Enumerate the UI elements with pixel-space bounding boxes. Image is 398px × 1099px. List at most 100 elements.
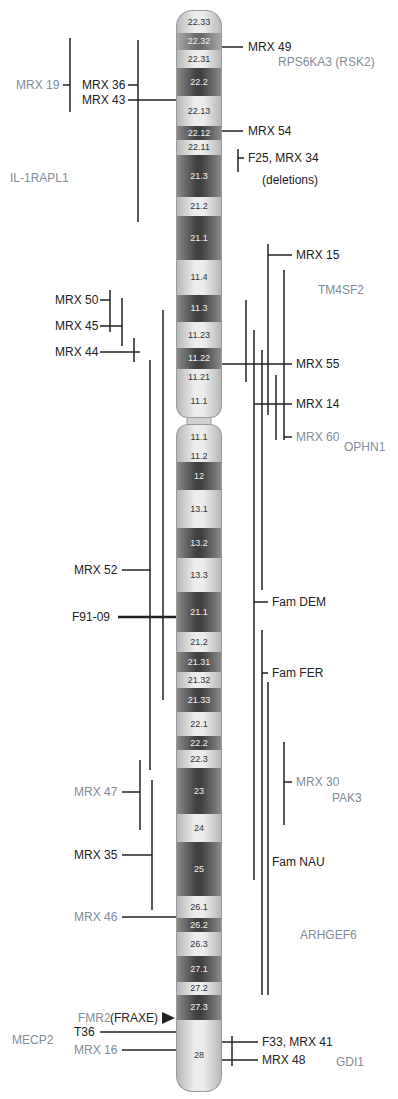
gene-label: GDI1 <box>336 1055 364 1069</box>
band-number: 11.23 <box>188 331 210 340</box>
chromosome-band: 22.31 <box>176 50 222 68</box>
locus-label: MRX 54 <box>248 124 291 138</box>
chromosome-band: 11.2 <box>176 450 222 462</box>
chromosome-band: 21.32 <box>176 672 222 688</box>
chromosome-band: 27.2 <box>176 982 222 995</box>
band-number: 22.31 <box>188 55 211 64</box>
gene-label: MECP2 <box>12 1033 53 1047</box>
chromosome-band: 26.3 <box>176 932 222 956</box>
band-number: 21.2 <box>190 202 208 211</box>
chromosome-band: 11.22 <box>176 348 222 369</box>
band-number: 22.2 <box>190 739 208 748</box>
chromosome-band: 22.2 <box>176 68 222 96</box>
band-number: 21.32 <box>188 676 211 685</box>
locus-label: MRX 14 <box>296 397 339 411</box>
locus-label: MRX 55 <box>296 357 339 371</box>
chromosome-band: 26.2 <box>176 918 222 932</box>
locus-label: MRX 48 <box>262 1053 305 1067</box>
fragile-site-arrow <box>162 1012 175 1024</box>
locus-label: F25, MRX 34 <box>248 151 319 165</box>
locus-label: Fam NAU <box>272 855 325 869</box>
band-number: 22.3 <box>190 755 208 764</box>
band-number: 21.1 <box>190 234 208 243</box>
band-number: 22.33 <box>188 18 211 27</box>
locus-label: Fam FER <box>272 666 323 680</box>
band-number: 23 <box>194 787 204 796</box>
chromosome-band: 22.11 <box>176 140 222 155</box>
locus-label: MRX 43 <box>82 93 125 107</box>
band-number: 11.2 <box>191 452 208 461</box>
gene-label: MRX 46 <box>74 910 117 924</box>
chromosome-band: 27.1 <box>176 956 222 982</box>
gene-label: ARHGEF6 <box>300 928 357 942</box>
chromosome-band: 22.3 <box>176 750 222 768</box>
chromosome-band: 12 <box>176 462 222 490</box>
band-number: 26.1 <box>190 903 208 912</box>
band-number: 22.1 <box>190 720 208 729</box>
band-number: 27.1 <box>190 965 208 974</box>
chromosome-band: 13.2 <box>176 528 222 558</box>
band-number: 21.3 <box>190 172 208 181</box>
chromosome-band: 21.2 <box>176 632 222 652</box>
gene-label: OPHN1 <box>344 440 385 454</box>
band-number: 22.32 <box>188 37 211 46</box>
locus-label: MRX 35 <box>74 848 117 862</box>
band-number: 11.4 <box>191 273 208 282</box>
locus-label: MRX 44 <box>55 345 98 359</box>
chromosome-band: 11.1 <box>176 424 222 450</box>
band-number: 13.1 <box>190 505 208 514</box>
band-number: 21.2 <box>190 638 208 647</box>
chromosome-band: 21.1 <box>176 592 222 632</box>
band-number: 21.31 <box>188 658 211 667</box>
band-number: 22.2 <box>190 78 208 87</box>
locus-label: MRX 36 <box>82 78 125 92</box>
locus-label: MRX 49 <box>248 40 291 54</box>
chromosome-band: 13.1 <box>176 490 222 528</box>
band-number: 13.2 <box>190 539 208 548</box>
chromosome-band: 22.33 <box>176 10 222 33</box>
chromosome-band: 26.1 <box>176 896 222 918</box>
band-number: 22.13 <box>188 107 211 116</box>
chromosome-band: 25 <box>176 842 222 896</box>
chromosome-band: 21.31 <box>176 652 222 672</box>
chromosome-band: 22.1 <box>176 712 222 736</box>
band-number: 27.2 <box>190 984 208 993</box>
gene-label: IL-1RAPL1 <box>10 171 69 185</box>
band-number: 13.3 <box>190 571 208 580</box>
locus-label: MRX 45 <box>55 319 98 333</box>
gene-label: MRX 60 <box>296 430 339 444</box>
gene-label: FMR2 <box>78 1011 111 1025</box>
chromosome-band: 21.33 <box>176 688 222 712</box>
band-number: 24 <box>194 824 204 833</box>
band-number: 22.12 <box>188 129 211 138</box>
chromosome-band: 22.32 <box>176 33 222 50</box>
band-number: 22.11 <box>188 143 210 152</box>
chromosome-band: 23 <box>176 768 222 814</box>
chromosome-band: 11.1 <box>176 386 222 418</box>
band-number: 11.3 <box>191 304 208 313</box>
locus-label: MRX 50 <box>55 293 98 307</box>
chromosome-band: 21.3 <box>176 155 222 197</box>
locus-label: MRX 15 <box>296 248 339 262</box>
chromosome-band: 11.23 <box>176 322 222 348</box>
chromosome-band: 28 <box>176 1020 222 1092</box>
band-number: 25 <box>194 865 204 874</box>
chromosome-band: 21.1 <box>176 216 222 260</box>
chromosome-band: 24 <box>176 814 222 842</box>
band-number: 27.3 <box>190 1003 208 1012</box>
gene-label: MRX 30 <box>296 775 339 789</box>
band-number: 28 <box>194 1051 204 1060</box>
locus-label: Fam DEM <box>272 595 326 609</box>
band-number: 26.3 <box>190 940 208 949</box>
chromosome-band: 13.3 <box>176 558 222 592</box>
band-number: 11.1 <box>191 433 208 442</box>
band-number: 11.22 <box>188 354 210 363</box>
locus-label: F33, MRX 41 <box>262 1035 333 1049</box>
locus-label: T36 <box>74 1025 95 1039</box>
gene-label: MRX 47 <box>74 785 117 799</box>
band-number: 11.1 <box>191 397 208 406</box>
chromosome-band: 11.4 <box>176 260 222 295</box>
locus-label: F91-09 <box>72 610 110 624</box>
gene-label: RPS6KA3 (RSK2) <box>278 55 375 69</box>
